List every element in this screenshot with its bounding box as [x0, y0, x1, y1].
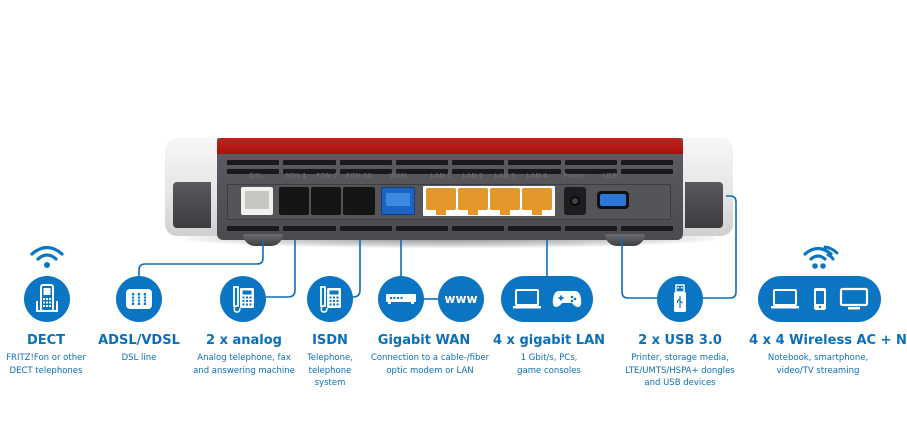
- desc-line: DECT telephones: [9, 365, 83, 376]
- wan-modem-circle: [378, 276, 424, 322]
- router-right-cap: [675, 138, 733, 236]
- desc-line: optic modem or LAN: [386, 365, 474, 376]
- port-label-lan2: LAN 2: [462, 172, 484, 180]
- desc-line: FRITZ!Fon or other: [6, 353, 86, 363]
- desc-line: Telephone,: [307, 353, 353, 363]
- fon2-port[interactable]: [311, 187, 341, 215]
- feature-desc-isdn: Telephone, telephone system: [307, 352, 353, 390]
- feature-desc-lan: 1 Gbit/s, PCs, game consoles: [517, 352, 581, 377]
- router-foot-left: [243, 234, 283, 246]
- power-port[interactable]: [564, 187, 586, 215]
- fons0-port[interactable]: [343, 187, 375, 215]
- port-label-usb: USB: [602, 172, 618, 180]
- feature-title-dect: DECT: [26, 333, 66, 348]
- router-back-panel: DSL FON 1 FON 2 FON S0 WAN LAN 1 LAN 2 L…: [217, 138, 683, 240]
- desc-line: LTE/UMTS/HSPA+ dongles: [625, 365, 735, 376]
- desc-line: Notebook, smartphone,: [767, 353, 869, 363]
- desk-phone-icon: [233, 286, 254, 313]
- router-foot-right: [605, 234, 645, 246]
- lan2-port[interactable]: [458, 188, 488, 215]
- feature-desc-wireless: Notebook, smartphone, video/TV streaming: [768, 352, 868, 377]
- feature-desc-adsl: DSL line: [122, 352, 157, 365]
- adsl-icon-circle: [116, 276, 162, 322]
- port-label-lan1: LAN 1: [430, 172, 452, 180]
- vent-row: [227, 226, 673, 231]
- desk-phone-icon: [320, 286, 341, 313]
- port-label-fon1: FON 1: [285, 172, 307, 180]
- desc-line: and USB devices: [644, 378, 716, 388]
- smartphone-icon: [813, 288, 826, 310]
- monitor-icon: [839, 287, 868, 310]
- feature-desc-wan: Connection to a cable-/fiber optic modem…: [371, 352, 489, 377]
- vent-row: [227, 169, 673, 174]
- lan4-port[interactable]: [522, 188, 552, 215]
- port-label-fons0: FON S0: [346, 172, 372, 180]
- feature-desc-usb: Printer, storage media, LTE/UMTS/HSPA+ d…: [625, 352, 734, 390]
- desc-line: and answering machine: [193, 365, 295, 376]
- fon1-port[interactable]: [279, 187, 309, 215]
- www-icon: www: [444, 292, 478, 306]
- lan-icon-pill: [501, 276, 593, 322]
- router-device: DSL FON 1 FON 2 FON S0 WAN LAN 1 LAN 2 L…: [165, 138, 733, 246]
- port-label-wan: WAN: [389, 172, 407, 180]
- isdn-icon-circle: [307, 276, 353, 322]
- dsl-line-icon: [126, 289, 152, 309]
- wire-analog: [266, 240, 296, 298]
- feature-desc-analog: Analog telephone, fax and answering mach…: [193, 352, 295, 377]
- port-label-lan4: LAN 4: [526, 172, 548, 180]
- usb-stick-icon: [674, 284, 686, 312]
- feature-title-analog: 2 x analog: [206, 333, 282, 348]
- desc-line: telephone: [308, 365, 352, 376]
- port-label-lan3: LAN 3: [494, 172, 516, 180]
- wireless-icon-pill: [758, 276, 881, 322]
- wifi-icon: [803, 245, 839, 269]
- desc-line: game consoles: [517, 365, 581, 376]
- wan-www-circle: www: [438, 276, 484, 322]
- laptop-icon: [771, 289, 800, 309]
- desc-line: system: [314, 378, 346, 388]
- analog-icon-circle: [220, 276, 266, 322]
- desc-line: video/TV streaming: [776, 365, 860, 376]
- lan1-port[interactable]: [426, 188, 456, 215]
- desc-line: Connection to a cable-/fiber: [370, 353, 490, 363]
- feature-title-wan: Gigabit WAN: [377, 333, 471, 348]
- desc-line: 1 Gbit/s, PCs,: [520, 353, 578, 363]
- usb-icon-circle: [657, 276, 703, 322]
- desc-line: Printer, storage media,: [631, 353, 729, 363]
- feature-title-lan: 4 x gigabit LAN: [492, 333, 606, 348]
- router-red-top: [217, 138, 683, 154]
- feature-title-wireless: 4 x 4 Wireless AC + N: [749, 333, 907, 348]
- gamepad-icon: [553, 291, 582, 307]
- port-label-fon2: FON 2: [316, 172, 338, 180]
- wifi-icon: [30, 245, 64, 268]
- router-left-cap: [165, 138, 223, 236]
- lan3-port[interactable]: [490, 188, 520, 215]
- dect-phone-icon: [36, 284, 58, 312]
- feature-title-adsl: ADSL/VDSL: [98, 333, 180, 348]
- port-label-dsl: DSL: [249, 172, 263, 180]
- feature-title-isdn: ISDN: [312, 333, 348, 348]
- desc-line: DSL line: [121, 353, 157, 363]
- port-label-power: Power: [563, 172, 585, 180]
- wire-isdn: [352, 240, 361, 298]
- usb-port[interactable]: [597, 191, 629, 209]
- modem-icon: [386, 294, 416, 304]
- desc-line: Analog telephone, fax: [197, 353, 291, 363]
- vent-row: [227, 160, 673, 165]
- feature-title-usb: 2 x USB 3.0: [638, 333, 722, 348]
- dsl-port[interactable]: [241, 187, 273, 215]
- wan-port[interactable]: [381, 187, 415, 215]
- laptop-icon: [512, 289, 541, 309]
- feature-desc-dect: FRITZ!Fon or other DECT telephones: [6, 352, 86, 377]
- dect-icon-circle: [24, 276, 70, 322]
